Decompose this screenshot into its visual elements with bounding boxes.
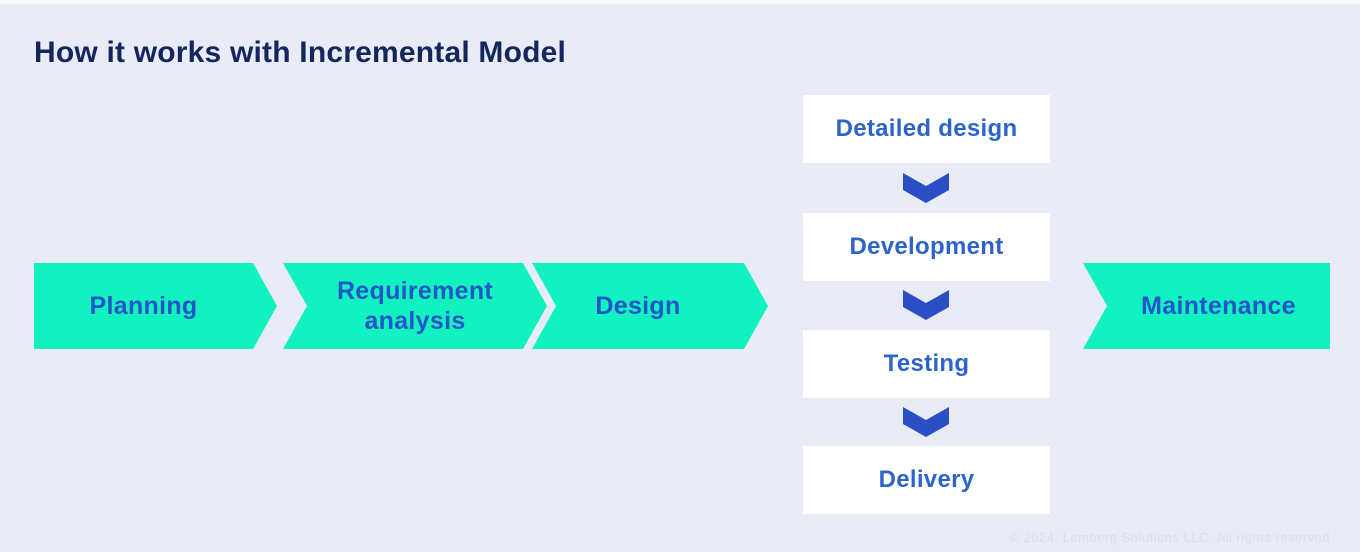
flow-step-maintenance: Maintenance xyxy=(1083,263,1330,349)
flow-box-label: Detailed design xyxy=(835,115,1018,142)
flow-box-detailed-design: Detailed design xyxy=(803,95,1050,163)
page-title: How it works with Incremental Model xyxy=(34,36,567,69)
flow-step-planning: Planning xyxy=(34,263,277,349)
flow-step-requirement-analysis: Requirement analysis xyxy=(283,263,547,349)
flow-box-label: Development xyxy=(849,233,1004,260)
flow-step-label: Design xyxy=(595,292,681,320)
flow-box-testing: Testing xyxy=(803,330,1050,398)
flow-box-label: Testing xyxy=(883,350,970,377)
flow-step-design: Design xyxy=(532,263,768,349)
chevron-down-icon xyxy=(903,290,949,320)
flow-step-label: Requirement analysis xyxy=(336,277,494,335)
flow-box-label: Delivery xyxy=(878,466,975,493)
flow-box-development: Development xyxy=(803,213,1050,281)
flow-step-label: Maintenance xyxy=(1141,292,1296,320)
chevron-down-icon xyxy=(903,407,949,437)
flow-step-label: Planning xyxy=(89,292,198,320)
chevron-down-icon xyxy=(903,173,949,203)
copyright-text: © 2024. Lemberg Solutions LLC. All right… xyxy=(1009,530,1330,545)
flow-box-delivery: Delivery xyxy=(803,446,1050,514)
